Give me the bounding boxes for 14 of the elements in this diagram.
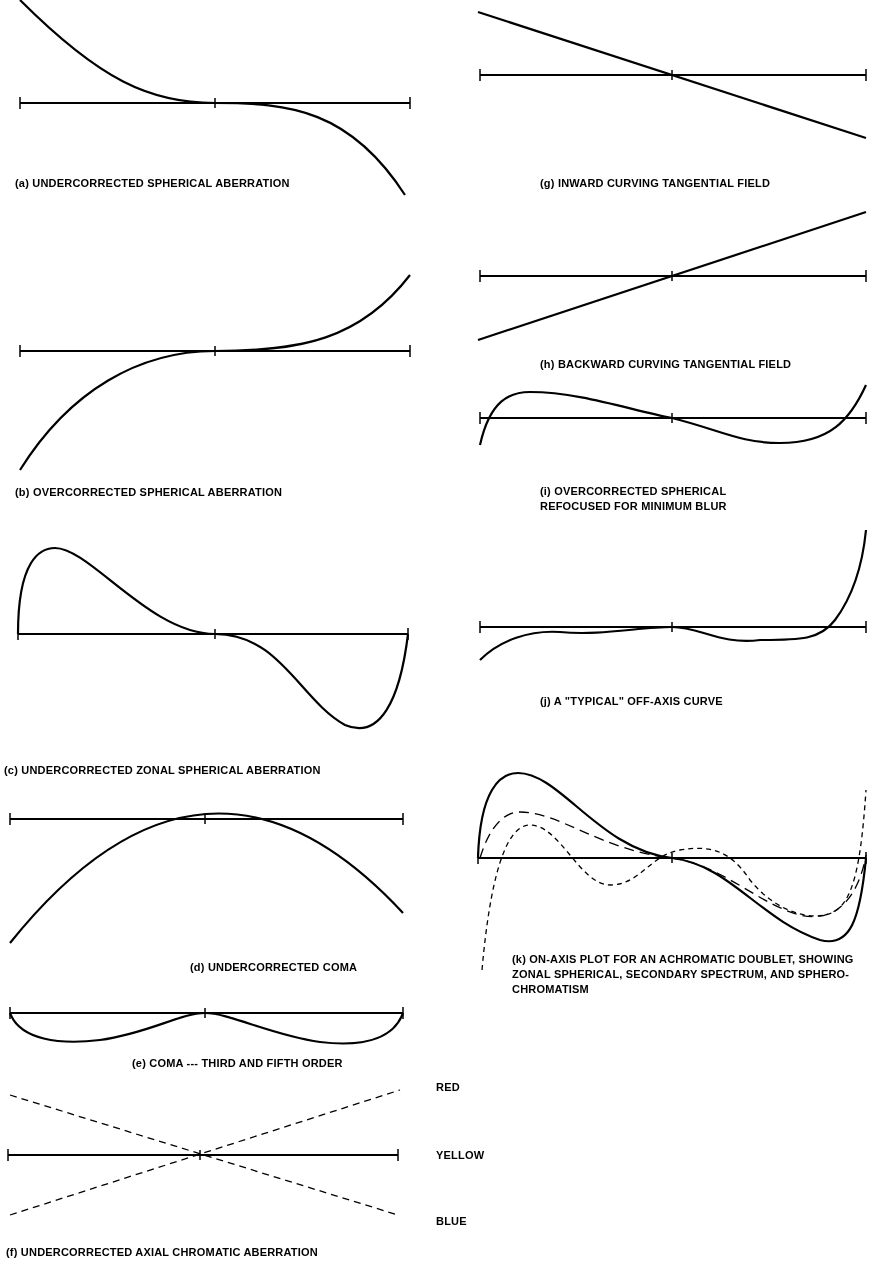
caption-text: RED (436, 1080, 460, 1095)
caption-text: BLUE (436, 1214, 467, 1229)
caption-text: (d) UNDERCORRECTED COMA (190, 960, 358, 975)
caption-text: (e) COMA --- THIRD AND FIFTH ORDER (132, 1056, 343, 1071)
caption-text: (f) UNDERCORRECTED AXIAL CHROMATIC ABERRATION (6, 1245, 318, 1260)
caption-text: (i) OVERCORRECTED SPHERICAL REFOCUSED FOR MINIMUM BLUR (540, 484, 728, 514)
caption-text: (j) A "TYPICAL" OFF-AXIS CURVE (540, 694, 723, 709)
caption-text: (g) INWARD CURVING TANGENTIAL FIELD (540, 176, 771, 191)
caption-text: (h) BACKWARD CURVING TANGENTIAL FIELD (540, 357, 792, 372)
caption-text: (c) UNDERCORRECTED ZONAL SPHERICAL ABERRATION (4, 763, 321, 778)
caption-text: (b) OVERCORRECTED SPHERICAL ABERRATION (15, 485, 283, 500)
caption-text: (a) UNDERCORRECTED SPHERICAL ABERRATION (15, 176, 290, 191)
caption-text: YELLOW (436, 1148, 485, 1163)
caption-text: (k) ON-AXIS PLOT FOR AN ACHROMATIC DOUBLET, SHOWING ZONAL SPHERICAL, SECONDARY SPECTRUM, AND SPHERO-CHROMATISM (512, 952, 855, 997)
